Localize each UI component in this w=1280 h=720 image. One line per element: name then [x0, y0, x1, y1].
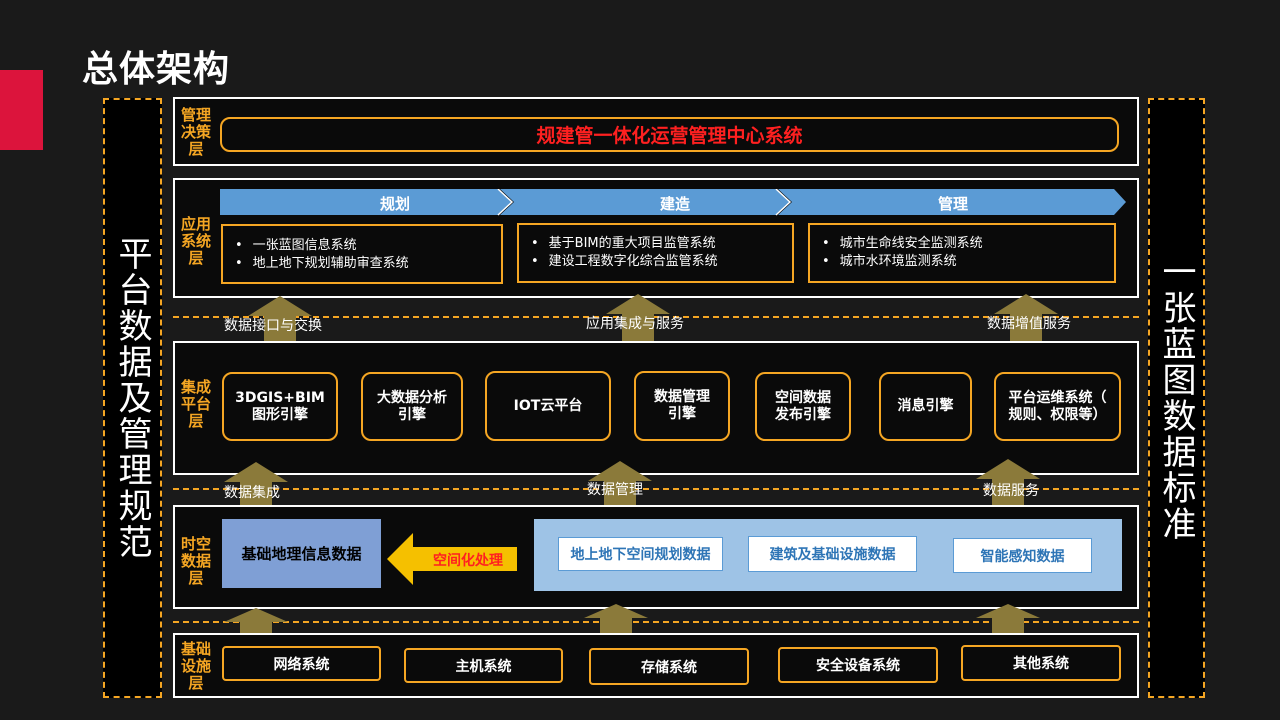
- engine-text: 平台运维系统（规则、权限等）: [1008, 389, 1107, 423]
- dashed-divider: [173, 621, 1139, 623]
- up-arrow-icon: [224, 462, 288, 506]
- up-arrow-icon: [584, 604, 648, 634]
- phase-chevron-build: [500, 189, 790, 215]
- infra-system-box: 存储系统: [589, 648, 749, 685]
- dataset-text: 地上地下空间规划数据: [570, 547, 711, 563]
- base-geo-data-text: 基础地理信息数据: [241, 545, 362, 563]
- up-arrow-icon: [976, 604, 1040, 634]
- up-arrow-icon: [588, 461, 652, 506]
- engine-text: 消息引擎: [897, 398, 954, 414]
- app-layer-label-text: 应用系统层: [180, 215, 211, 267]
- up-arrow-icon: [994, 294, 1058, 342]
- phase-manage: 管理: [937, 195, 968, 213]
- connector-label: 应用集成与服务: [586, 316, 684, 332]
- app-group-manage: 城市生命线安全监测系统 城市水环境监测系统: [808, 223, 1116, 283]
- infra-system-box: 主机系统: [404, 648, 563, 683]
- dataset-box: 建筑及基础设施数据: [748, 536, 917, 572]
- app-layer-label: 应用系统层: [178, 216, 214, 267]
- up-arrow-icon: [606, 294, 670, 342]
- infra-system-box: 其他系统: [961, 645, 1121, 681]
- engine-text: 空间数据发布引擎: [775, 389, 831, 423]
- infra-layer-label: 基础设施层: [178, 641, 214, 692]
- infra-system-text: 主机系统: [455, 658, 512, 675]
- infra-layer: [173, 633, 1139, 698]
- management-layer-label-text: 管理决策层: [180, 106, 211, 158]
- connector-label: 数据增值服务: [987, 316, 1071, 332]
- infra-system-box: 安全设备系统: [778, 647, 938, 683]
- up-arrow-icon: [248, 296, 312, 342]
- infra-system-text: 网络系统: [273, 656, 330, 673]
- dataset-text: 智能感知数据: [980, 548, 1065, 565]
- phase-chevron-manage: [778, 189, 1126, 215]
- accent-bar: [0, 70, 43, 150]
- app-item: 城市生命线安全监测系统: [822, 235, 1114, 253]
- management-system-text: 规建管一体化运营管理中心系统: [536, 125, 803, 147]
- spatial-layer-label: 时空数据层: [178, 536, 214, 587]
- infra-system-text: 其他系统: [1013, 656, 1069, 672]
- phase-chevrons: [220, 189, 1126, 216]
- connector-label: 数据管理: [587, 482, 643, 498]
- right-side-panel: 一张蓝图数据标准: [1148, 98, 1205, 698]
- integration-layer: [173, 341, 1139, 475]
- infra-layer-label-text: 基础设施层: [180, 640, 211, 692]
- dataset-text: 建筑及基础设施数据: [769, 547, 896, 563]
- engine-box: 空间数据发布引擎: [755, 372, 851, 441]
- phase-build: 建造: [659, 195, 690, 213]
- base-geo-data-box: 基础地理信息数据: [222, 519, 381, 588]
- dashed-divider: [173, 316, 1139, 318]
- management-layer-label: 管理决策层: [178, 107, 214, 158]
- integration-layer-label-text: 集成平台层: [180, 378, 211, 430]
- app-item: 建设工程数字化综合监管系统: [531, 253, 792, 271]
- up-arrow-icon: [224, 608, 288, 634]
- right-side-text: 一张蓝图数据标准: [1156, 254, 1196, 542]
- engine-text: 数据管理引擎: [654, 389, 710, 422]
- left-side-panel: 平台数据及管理规范: [103, 98, 162, 698]
- engine-box: 数据管理引擎: [634, 371, 730, 441]
- integration-layer-label: 集成平台层: [178, 379, 214, 430]
- infra-system-text: 安全设备系统: [816, 658, 900, 674]
- dataset-box: 智能感知数据: [953, 538, 1092, 573]
- phase-plan: 规划: [379, 195, 410, 213]
- management-layer: [173, 97, 1139, 166]
- infra-system-box: 网络系统: [222, 646, 381, 681]
- management-system-box: 规建管一体化运营管理中心系统: [220, 117, 1119, 152]
- left-side-text: 平台数据及管理规范: [112, 236, 152, 560]
- app-item: 基于BIM的重大项目监管系统: [531, 235, 792, 253]
- dataset-box: 地上地下空间规划数据: [558, 537, 723, 571]
- up-arrow-icon: [976, 459, 1040, 506]
- connector-label: 数据接口与交换: [224, 318, 322, 334]
- app-group-plan: 一张蓝图信息系统 地上地下规划辅助审查系统: [221, 224, 503, 284]
- dashed-divider: [173, 488, 1139, 490]
- engine-box: 消息引擎: [879, 372, 972, 441]
- app-item: 地上地下规划辅助审查系统: [235, 255, 501, 273]
- spatial-layer-label-text: 时空数据层: [180, 535, 211, 587]
- infra-system-text: 存储系统: [641, 659, 697, 676]
- connector-label: 数据服务: [983, 483, 1039, 499]
- left-arrow-icon: [387, 533, 517, 585]
- app-group-build: 基于BIM的重大项目监管系统 建设工程数字化综合监管系统: [517, 223, 794, 283]
- engine-box: IOT云平台: [485, 371, 611, 441]
- app-item: 一张蓝图信息系统: [235, 237, 501, 255]
- engine-box: 平台运维系统（规则、权限等）: [994, 372, 1121, 441]
- engine-box: 大数据分析引擎: [361, 372, 463, 441]
- engine-text: 大数据分析引擎: [377, 389, 447, 423]
- spatial-process-label: 空间化处理: [433, 553, 503, 569]
- app-item: 城市水环境监测系统: [822, 253, 1114, 271]
- connector-label: 数据集成: [224, 485, 280, 501]
- engine-text: IOT云平台: [513, 397, 583, 414]
- phase-chevron-plan: [220, 189, 512, 215]
- page-title: 总体架构: [82, 49, 231, 90]
